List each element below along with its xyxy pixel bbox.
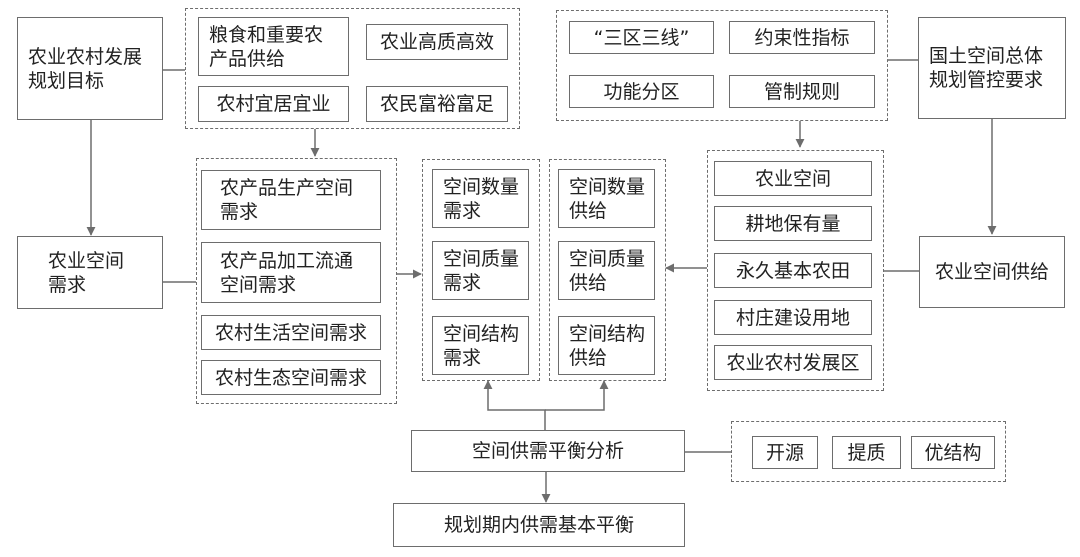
arrow-analysis-split [483,380,546,430]
demand-item-production-line2: 需求 [220,201,259,223]
goal-item-quality: 农业高质高效 [366,24,508,60]
demand-col-quantity-line1: 空间数量 [443,175,520,198]
demand-line2: 需求 [48,273,87,296]
supply-col-quantity-line2: 供给 [569,199,608,222]
demand-col-structure-line2: 需求 [443,346,482,369]
control-item-three-zones: “三区三线” [569,21,714,54]
demand-item-living: 农村生活空间需求 [201,315,381,350]
measures-group [731,421,1006,482]
supply-item-village-land: 村庄建设用地 [714,300,872,335]
demand-cols-group [422,159,540,381]
goal-item-prosperous: 农民富裕富足 [366,86,508,122]
goal-item-livable: 农村宜居宜业 [198,86,349,122]
demand-box: 农业空间需求 [17,236,163,309]
demand-col-quality: 空间质量需求 [432,241,529,300]
control-item-function-zones: 功能分区 [569,75,714,108]
demand-col-quality-line1: 空间质量 [443,247,520,270]
goal-item-prosperous-label: 农民富裕富足 [379,93,494,115]
supply-item-farmland-label: 耕地保有量 [745,212,841,235]
demand-item-ecology-label: 农村生态空间需求 [214,366,367,389]
measure-improve-quality: 提质 [832,436,901,469]
demand-item-living-label: 农村生活空间需求 [214,321,367,344]
control-item-binding-indicators-label: 约束性指标 [754,26,850,49]
goal-item-grain-line2: 产品供给 [209,47,286,70]
supply-item-dev-zone-label: 农业农村发展区 [726,351,860,374]
measure-optimize-structure-label: 优结构 [924,441,982,464]
measure-improve-quality-label: 提质 [847,441,886,464]
goal-item-quality-label: 农业高质高效 [379,31,494,53]
goal-item-grain-line1: 粮食和重要农 [209,23,324,46]
supply-col-quantity-line1: 空间数量 [569,175,646,198]
demand-col-structure-line1: 空间结构 [443,322,520,345]
supply-col-structure-line2: 供给 [569,346,608,369]
demand-col-quality-line2: 需求 [443,271,482,294]
control-box: 国土空间总体规划管控要求 [918,17,1066,119]
measure-open-source: 开源 [752,436,818,469]
demand-item-processing-line2: 空间需求 [220,273,297,296]
analysis-label: 空间供需平衡分析 [471,440,624,462]
measure-open-source-label: 开源 [765,441,804,464]
measure-optimize-structure: 优结构 [911,436,995,469]
supply-label: 农业空间供给 [934,261,1049,283]
supply-item-dev-zone: 农业农村发展区 [714,345,872,380]
goal-line2: 规划目标 [28,69,105,92]
control-line1: 国土空间总体 [929,45,1044,67]
demand-items-group [196,158,397,404]
supply-col-quantity: 空间数量供给 [558,169,655,228]
demand-item-ecology: 农村生态空间需求 [201,360,381,395]
goal-item-grain: 粮食和重要农产品供给 [198,17,349,76]
supply-cols-group [549,159,666,381]
control-line2: 规划管控要求 [929,69,1044,91]
supply-item-farmland: 耕地保有量 [714,206,872,241]
goal-box: 农业农村发展规划目标 [17,17,163,120]
supply-col-structure: 空间结构供给 [558,316,655,375]
demand-col-quantity: 空间数量需求 [432,169,529,228]
supply-item-agri-space-label: 农业空间 [754,167,831,190]
demand-item-processing: 农产品加工流通空间需求 [201,242,381,303]
demand-item-production-line1: 农产品生产空间 [220,177,354,199]
supply-box: 农业空间供给 [919,236,1065,308]
result-label: 规划期内供需基本平衡 [443,514,634,536]
demand-line1: 农业空间 [48,249,125,272]
supply-item-village-land-label: 村庄建设用地 [735,306,850,329]
supply-item-permanent-farmland-label: 永久基本农田 [735,259,850,282]
supply-item-agri-space: 农业空间 [714,161,872,196]
control-item-three-zones-label: “三区三线” [593,26,690,49]
supply-item-permanent-farmland: 永久基本农田 [714,253,872,288]
supply-col-quality-line2: 供给 [569,271,608,294]
control-item-rules: 管制规则 [729,75,875,108]
analysis-box: 空间供需平衡分析 [411,430,685,472]
demand-col-structure: 空间结构需求 [432,316,529,375]
goal-line1: 农业农村发展 [28,45,143,68]
demand-col-quantity-line2: 需求 [443,199,482,222]
goal-item-livable-label: 农村宜居宜业 [216,93,331,115]
result-box: 规划期内供需基本平衡 [393,503,685,547]
supply-col-quality: 空间质量供给 [558,241,655,300]
demand-item-processing-line1: 农产品加工流通 [220,249,354,272]
control-item-rules-label: 管制规则 [763,80,840,103]
control-item-binding-indicators: 约束性指标 [729,21,875,54]
control-item-function-zones-label: 功能分区 [603,80,680,103]
supply-col-quality-line1: 空间质量 [569,247,646,270]
supply-col-structure-line1: 空间结构 [569,322,646,345]
control-items-group [556,10,888,121]
demand-item-production: 农产品生产空间需求 [201,170,381,230]
goal-items-group [185,8,520,129]
supply-items-group [707,150,884,391]
